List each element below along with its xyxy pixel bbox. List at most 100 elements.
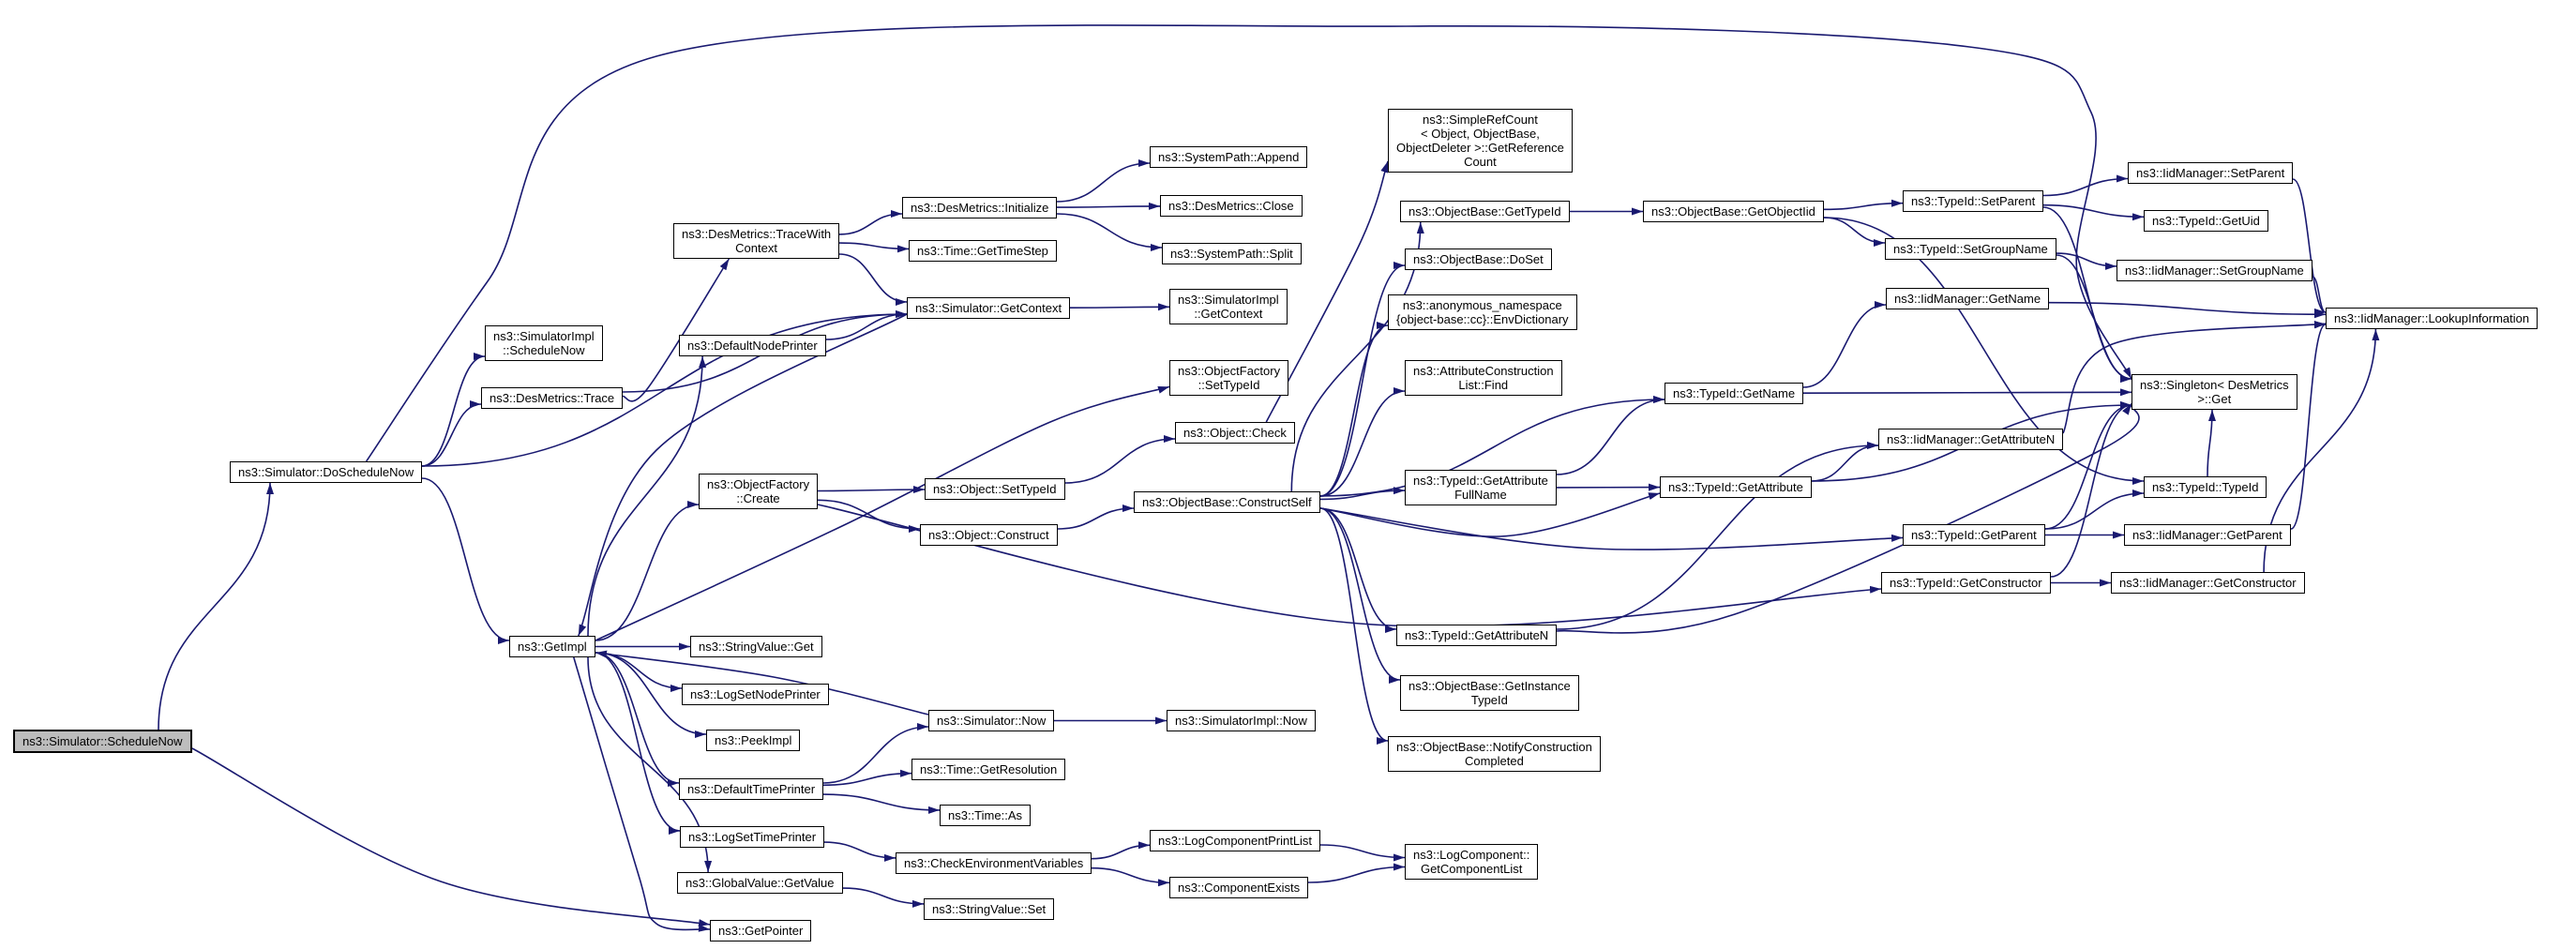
node-label-line: ns3::SystemPath::Append (1158, 150, 1300, 164)
node-desmetrics-trace[interactable]: ns3::DesMetrics::Trace (481, 387, 624, 409)
node-log-set-node-printer[interactable]: ns3::LogSetNodePrinter (682, 684, 829, 705)
node-iid-getattributen[interactable]: ns3::IidManager::GetAttributeN (1878, 429, 2064, 450)
node-label-line: ns3::TypeId::GetParent (1911, 528, 2037, 542)
node-typeid-getuid[interactable]: ns3::TypeId::GetUid (2144, 210, 2268, 232)
node-label-line: ns3::DefaultTimePrinter (687, 782, 816, 796)
node-label-line: ns3::PeekImpl (715, 733, 792, 747)
node-objectbase-doset[interactable]: ns3::ObjectBase::DoSet (1405, 249, 1552, 270)
node-getimpl[interactable]: ns3::GetImpl (509, 636, 595, 657)
node-label-line: ns3::LogSetTimePrinter (688, 830, 817, 844)
node-envdictionary[interactable]: ns3::anonymous_namespace{object-base::cc… (1388, 294, 1577, 330)
node-peekimpl[interactable]: ns3::PeekImpl (706, 730, 801, 751)
node-label-line: ns3::LogComponent:: (1413, 848, 1530, 862)
node-object-construct[interactable]: ns3::Object::Construct (920, 524, 1058, 546)
node-iid-setparent[interactable]: ns3::IidManager::SetParent (2128, 162, 2294, 184)
node-simulator-getcontext[interactable]: ns3::Simulator::GetContext (907, 297, 1071, 319)
node-typeid-setgroupname[interactable]: ns3::TypeId::SetGroupName (1885, 238, 2056, 260)
edge-typeid-setgroupname--singleton-get (2056, 254, 2132, 383)
node-simulator-now[interactable]: ns3::Simulator::Now (928, 710, 1055, 731)
node-default-time-printer[interactable]: ns3::DefaultTimePrinter (679, 778, 824, 800)
node-object-settypeid[interactable]: ns3::Object::SetTypeId (925, 478, 1065, 500)
edge-factory-create--typeid-getconstructor (817, 504, 1882, 627)
node-getreferencecount[interactable]: ns3::SimpleRefCount< Object, ObjectBase,… (1388, 109, 1573, 173)
node-lookupinformation[interactable]: ns3::IidManager::LookupInformation (2326, 308, 2538, 329)
node-iid-getconstructor[interactable]: ns3::IidManager::GetConstructor (2111, 572, 2305, 594)
edge-typeid-getname--singleton-get (1802, 388, 2132, 397)
edge-trace-with-context--simulator-getcontext (838, 253, 908, 306)
node-impl-now[interactable]: ns3::SimulatorImpl::Now (1167, 710, 1316, 731)
node-label-line: ns3::Time::As (948, 808, 1022, 822)
node-stringvalue-get[interactable]: ns3::StringValue::Get (690, 636, 822, 657)
node-typeid-typeid[interactable]: ns3::TypeId::TypeId (2144, 476, 2267, 498)
node-label-line: ns3::ObjectFactory (1178, 364, 1281, 378)
node-label-line: ns3::DesMetrics::TraceWith (682, 227, 832, 241)
node-objectbase-gettypeid[interactable]: ns3::ObjectBase::GetTypeId (1400, 201, 1570, 222)
node-time-getresolution[interactable]: ns3::Time::GetResolution (911, 759, 1066, 780)
node-systempath-append[interactable]: ns3::SystemPath::Append (1150, 146, 1308, 168)
node-label-line: ns3::Object::SetTypeId (933, 482, 1057, 496)
node-label-line: ns3::GlobalValue::GetValue (685, 876, 835, 890)
node-label-line: ns3::TypeId::GetName (1673, 386, 1796, 400)
node-time-as[interactable]: ns3::Time::As (940, 805, 1031, 826)
node-typeid-setparent[interactable]: ns3::TypeId::SetParent (1903, 190, 2044, 212)
edge-typeid-getparent--singleton-get (2044, 401, 2132, 530)
edge-do-schedule-now--impl-schedule-now (421, 353, 486, 467)
node-default-node-printer[interactable]: ns3::DefaultNodePrinter (679, 335, 826, 356)
node-label-line: ns3::TypeId::SetParent (1911, 194, 2036, 208)
node-getobjectiid[interactable]: ns3::ObjectBase::GetObjectIid (1643, 201, 1824, 222)
edge-construct-self--typeid-getparent (1319, 507, 1904, 550)
node-stringvalue-set[interactable]: ns3::StringValue::Set (924, 898, 1055, 920)
node-typeid-getparent[interactable]: ns3::TypeId::GetParent (1903, 524, 2045, 546)
node-label-line: Count (1464, 155, 1497, 169)
node-iid-getparent[interactable]: ns3::IidManager::GetParent (2124, 524, 2291, 546)
node-globalvalue-getvalue[interactable]: ns3::GlobalValue::GetValue (677, 872, 843, 894)
node-impl-schedule-now[interactable]: ns3::SimulatorImpl::ScheduleNow (485, 325, 603, 361)
node-typeid-getattribute[interactable]: ns3::TypeId::GetAttribute (1660, 476, 1812, 498)
node-iid-setgroupname[interactable]: ns3::IidManager::SetGroupName (2117, 260, 2312, 281)
node-typeid-getconstructor[interactable]: ns3::TypeId::GetConstructor (1881, 572, 2051, 594)
edge-construct-self--typeid-getattributefullname (1319, 487, 1406, 501)
edge-object-construct--construct-self (1057, 505, 1135, 530)
edge-log-component-print-list--get-component-list (1319, 844, 1406, 862)
node-typeid-getattributen[interactable]: ns3::TypeId::GetAttributeN (1396, 625, 1558, 646)
edge-schedule-now--do-schedule-now (158, 482, 274, 731)
edge-getimpl--factory-create (595, 501, 700, 641)
node-label-line: ns3::LogSetNodePrinter (690, 687, 821, 701)
node-object-check[interactable]: ns3::Object::Check (1175, 422, 1295, 444)
node-iid-getname[interactable]: ns3::IidManager::GetName (1886, 288, 2050, 309)
node-time-gettimestep[interactable]: ns3::Time::GetTimeStep (909, 240, 1057, 262)
node-impl-getcontext[interactable]: ns3::SimulatorImpl::GetContext (1169, 289, 1288, 324)
node-check-env[interactable]: ns3::CheckEnvironmentVariables (896, 852, 1092, 874)
node-do-schedule-now[interactable]: ns3::Simulator::DoScheduleNow (230, 461, 423, 483)
node-schedule-now[interactable]: ns3::Simulator::ScheduleNow (13, 730, 192, 753)
node-get-component-list[interactable]: ns3::LogComponent::GetComponentList (1405, 844, 1539, 880)
node-singleton-get[interactable]: ns3::Singleton< DesMetrics>::Get (2132, 374, 2297, 410)
edge-iid-setparent--lookupinformation (2292, 178, 2327, 316)
node-component-exists[interactable]: ns3::ComponentExists (1169, 877, 1309, 898)
node-desmetrics-initialize[interactable]: ns3::DesMetrics::Initialize (902, 197, 1058, 218)
node-label-line: ::ScheduleNow (503, 343, 585, 357)
edge-trace-with-context--time-gettimestep (838, 242, 910, 253)
edge-construct-self--objectbase-doset (1319, 262, 1406, 497)
node-label-line: ns3::anonymous_namespace (1402, 298, 1562, 312)
node-label-line: ns3::ObjectBase::NotifyConstruction (1396, 740, 1592, 754)
node-getpointer[interactable]: ns3::GetPointer (710, 920, 812, 941)
edge-desmetrics-initialize--systempath-append (1056, 159, 1151, 203)
node-log-set-time-printer[interactable]: ns3::LogSetTimePrinter (680, 826, 825, 848)
node-factory-create[interactable]: ns3::ObjectFactory::Create (699, 474, 819, 509)
node-systempath-split[interactable]: ns3::SystemPath::Split (1162, 243, 1302, 264)
node-typeid-getname[interactable]: ns3::TypeId::GetName (1665, 383, 1804, 404)
node-desmetrics-close[interactable]: ns3::DesMetrics::Close (1160, 195, 1303, 217)
node-factory-settypeid[interactable]: ns3::ObjectFactory::SetTypeId (1169, 360, 1289, 396)
node-construct-self[interactable]: ns3::ObjectBase::ConstructSelf (1134, 491, 1320, 513)
edge-desmetrics-initialize--systempath-split (1056, 213, 1163, 251)
node-label-line: ns3::Simulator::Now (937, 714, 1047, 728)
node-label-line: TypeId (1470, 693, 1508, 707)
edge-iid-getparent--lookupinformation (2290, 321, 2327, 530)
node-log-component-print-list[interactable]: ns3::LogComponentPrintList (1150, 830, 1321, 851)
